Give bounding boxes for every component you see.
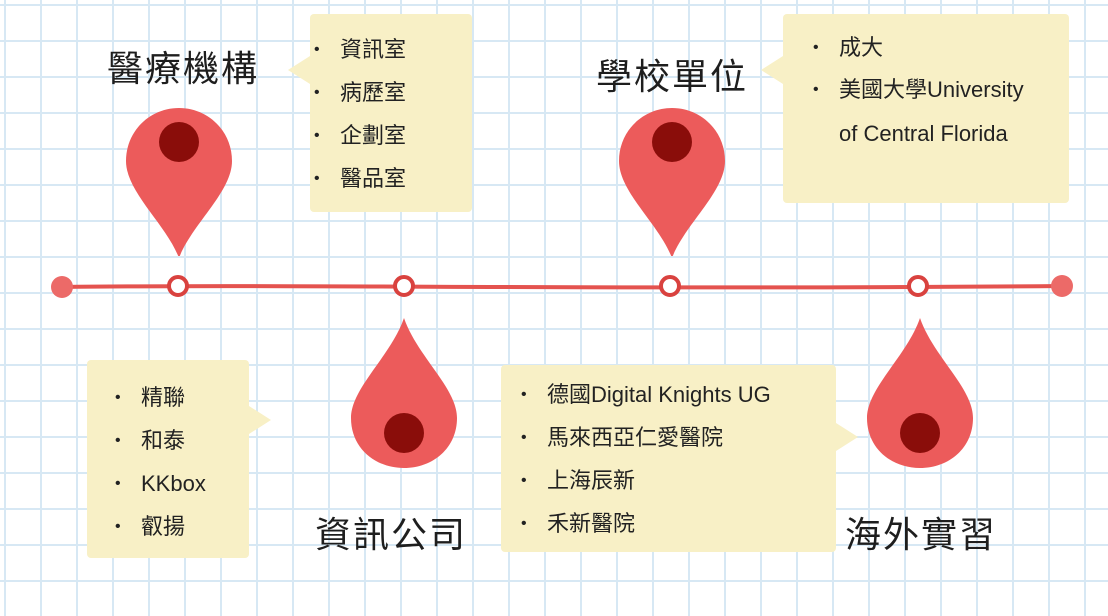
milestone-title-medical: 醫療機構 xyxy=(107,49,260,90)
timeline-start-dot xyxy=(51,276,73,298)
list-item-continuation: of Central Florida xyxy=(839,121,1008,146)
list-item: 美國大學University xyxy=(813,68,1069,112)
list-item: 禾新醫院 xyxy=(521,502,836,545)
list-item: 上海辰新 xyxy=(521,459,836,502)
list-item: 馬來西亞仁愛醫院 xyxy=(521,416,836,459)
note-school: 成大 美國大學University of Central Florida xyxy=(761,14,1069,203)
milestone-title-school: 學校單位 xyxy=(596,57,749,98)
milestone-title-it-company: 資訊公司 xyxy=(315,515,468,556)
timeline-node-it-company xyxy=(393,275,415,297)
list-item: 企劃室 xyxy=(314,114,472,157)
map-pin-icon-medical xyxy=(126,108,232,256)
drop-icon-it-company xyxy=(351,318,457,468)
note-medical: 資訊室 病歷室 企劃室 醫品室 xyxy=(288,14,472,212)
list-item: 醫品室 xyxy=(314,157,472,200)
list-item: KKbox xyxy=(115,462,249,505)
timeline-node-overseas xyxy=(907,275,929,297)
list-item: 資訊室 xyxy=(314,28,472,71)
timeline-node-school xyxy=(659,275,681,297)
milestone-title-overseas: 海外實習 xyxy=(845,515,998,556)
note-it-company: 精聯 和泰 KKbox 叡揚 xyxy=(87,360,271,558)
map-pin-icon-school xyxy=(619,108,725,256)
list-item: 叡揚 xyxy=(115,505,249,548)
list-item: 病歷室 xyxy=(314,71,472,114)
drop-icon-overseas xyxy=(867,318,973,468)
list-item: 和泰 xyxy=(115,419,249,462)
list-item: 德國Digital Knights UG xyxy=(521,373,836,416)
list-item: 成大 xyxy=(813,28,1069,68)
timeline-end-dot xyxy=(1051,275,1073,297)
timeline-node-medical xyxy=(167,275,189,297)
note-overseas: 德國Digital Knights UG 馬來西亞仁愛醫院 上海辰新 禾新醫院 xyxy=(501,365,858,552)
list-item: 精聯 xyxy=(115,376,249,419)
